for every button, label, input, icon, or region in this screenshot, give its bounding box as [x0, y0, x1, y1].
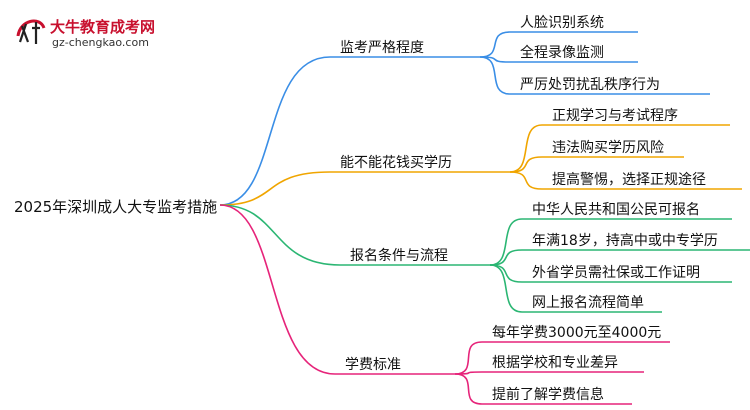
connector-line [219, 204, 341, 266]
leaf-age-education: 年满18岁，持高中或中专学历 [532, 233, 718, 249]
connector-line [219, 171, 331, 206]
connector-line [509, 171, 543, 190]
leaf-full-recording: 全程录像监测 [520, 45, 604, 61]
leaf-out-of-province: 外省学员需社保或工作证明 [532, 265, 700, 281]
connector-line [454, 341, 483, 375]
leaf-check-fees: 提前了解学费信息 [492, 387, 604, 403]
leaf-strict-penalty: 严厉处罚扰乱秩序行为 [520, 77, 660, 93]
connector-line [509, 156, 543, 173]
root-node: 2025年深圳成人大专监考措施 [14, 198, 218, 216]
connector-line [479, 56, 511, 95]
connector-line [489, 249, 523, 266]
branch-buy-diploma: 能不能花钱买学历 [340, 155, 452, 171]
leaf-annual-fee: 每年学费3000元至4000元 [492, 325, 662, 341]
connector-line [454, 373, 483, 405]
leaf-proper-procedure: 正规学习与考试程序 [552, 108, 678, 124]
leaf-citizens-eligible: 中华人民共和国公民可报名 [532, 202, 700, 218]
leaf-stay-alert: 提高警惕，选择正规途径 [552, 172, 706, 188]
connector-line [479, 31, 511, 58]
connector-line [489, 218, 523, 266]
leaf-face-recognition: 人脸识别系统 [520, 15, 604, 31]
connector-line [489, 264, 523, 283]
branch-exam-strictness: 监考严格程度 [340, 40, 424, 56]
leaf-fee-varies: 根据学校和专业差异 [492, 355, 618, 371]
logo: 大牛教育成考网 gz-chengkao.com [8, 14, 178, 54]
branch-registration: 报名条件与流程 [350, 248, 448, 264]
branch-tuition: 学费标准 [345, 357, 401, 373]
connector-line [219, 56, 331, 206]
logo-url: gz-chengkao.com [52, 36, 149, 49]
leaf-online-registration: 网上报名流程简单 [532, 295, 644, 311]
connector-line [489, 264, 523, 313]
connector-line [509, 124, 543, 173]
connector-line [219, 204, 336, 375]
leaf-illegal-risk: 违法购买学历风险 [552, 140, 664, 156]
logo-mark-icon [16, 19, 46, 44]
logo-title: 大牛教育成考网 [50, 18, 156, 36]
